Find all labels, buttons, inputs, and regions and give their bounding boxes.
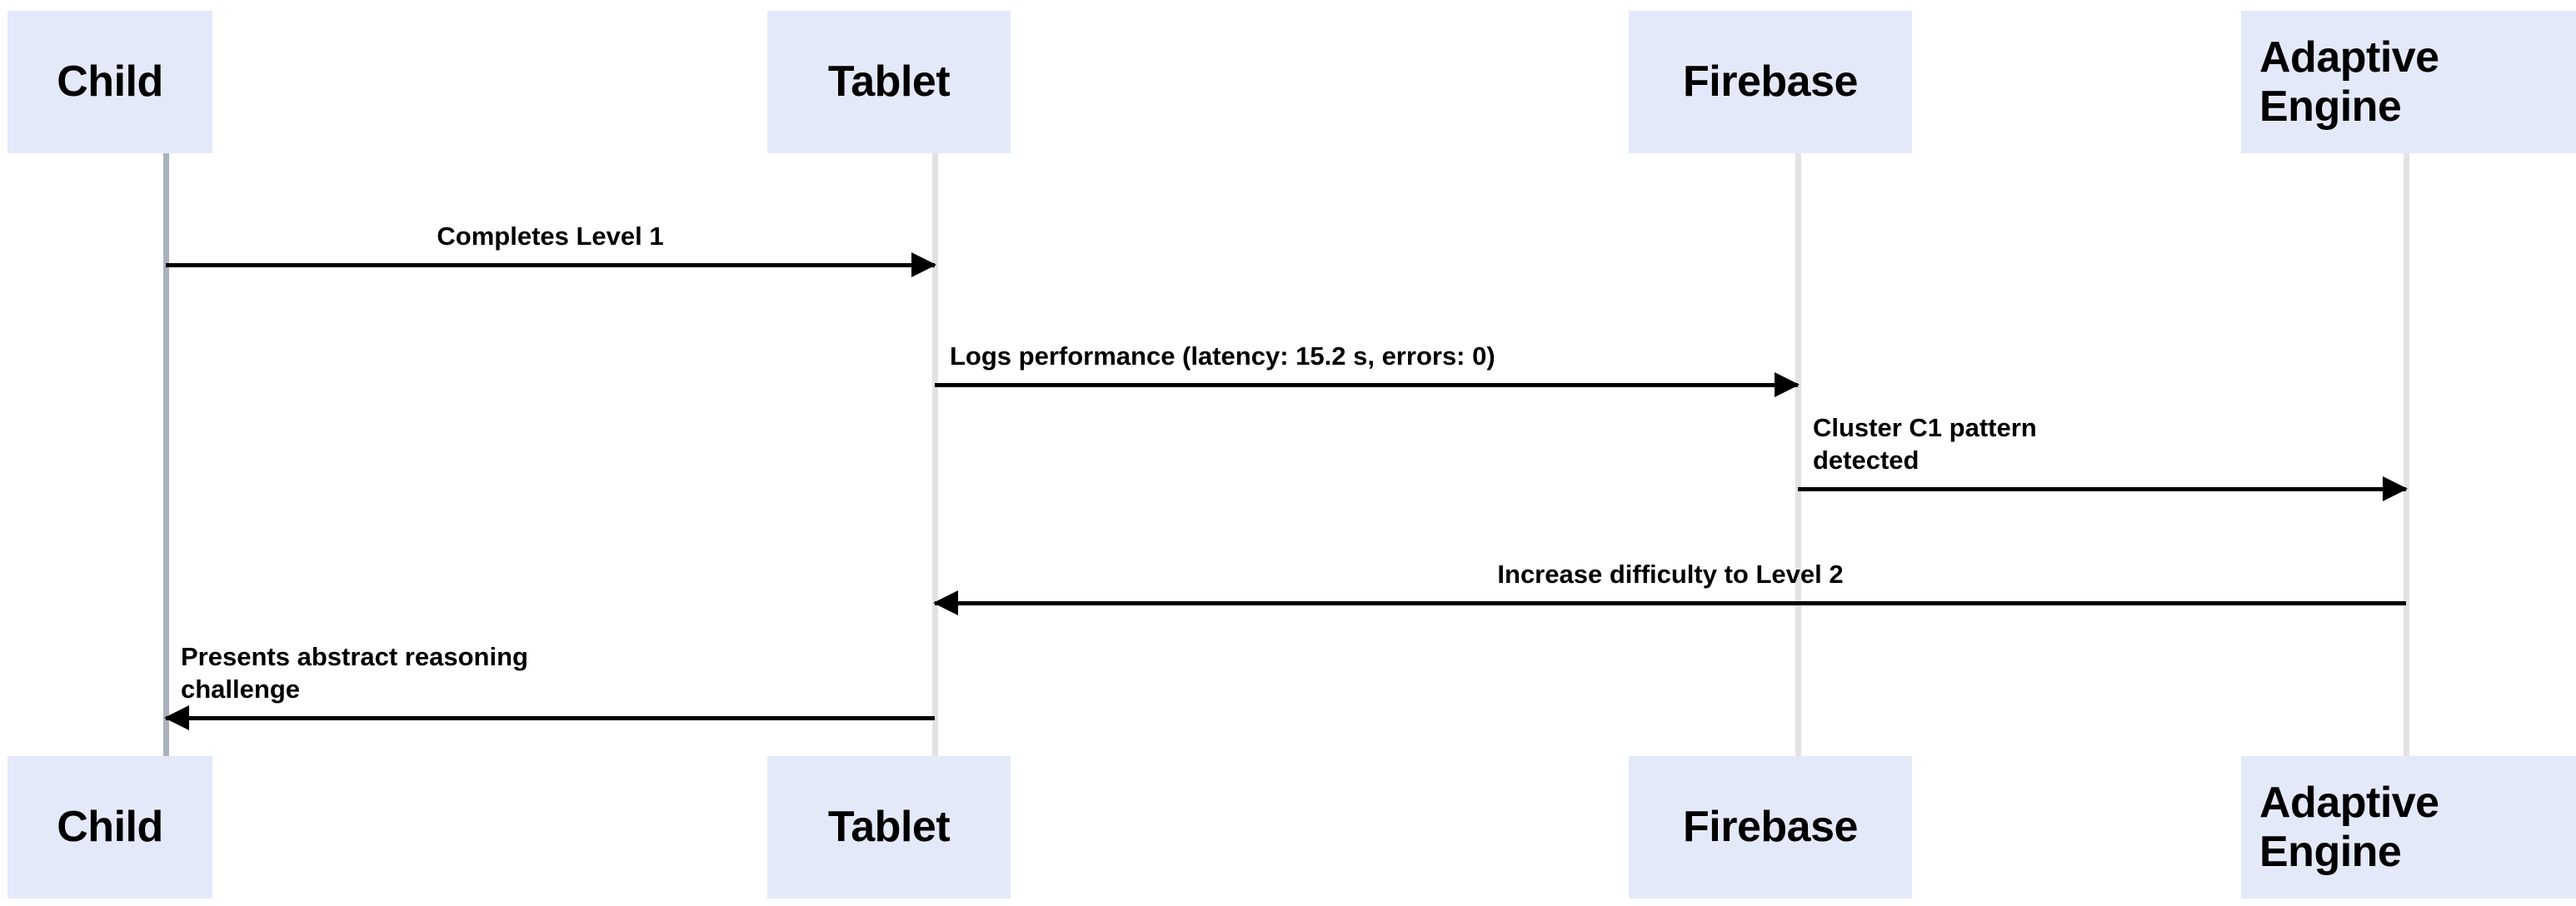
participant-label-firebase-top: Firebase (1683, 57, 1858, 107)
participant-label-tablet-top: Tablet (827, 57, 951, 107)
message-line (935, 601, 2406, 605)
participant-box-tablet-bottom[interactable]: Tablet (767, 756, 1011, 899)
participant-box-adaptive-bottom[interactable]: Adaptive Engine (2241, 756, 2576, 899)
arrowhead-left-icon (164, 705, 189, 730)
participant-box-child-top[interactable]: Child (7, 11, 212, 153)
participant-label-tablet-bottom: Tablet (827, 803, 951, 852)
message-label: Cluster C1 pattern detected (1813, 412, 2037, 475)
participant-label-adaptive-top: Adaptive Engine (2259, 33, 2439, 131)
message-line (935, 383, 1798, 387)
message-line (166, 716, 935, 720)
participant-label-adaptive-bottom: Adaptive Engine (2259, 779, 2439, 876)
participant-label-firebase-bottom: Firebase (1683, 803, 1858, 852)
arrowhead-right-icon (2383, 476, 2408, 501)
participant-box-firebase-top[interactable]: Firebase (1629, 11, 1912, 153)
message-line (1798, 487, 2406, 491)
lifeline-adaptive (2404, 153, 2409, 756)
lifeline-tablet (932, 153, 938, 756)
lifeline-child (163, 153, 169, 756)
participant-box-adaptive-top[interactable]: Adaptive Engine (2241, 11, 2576, 153)
message-label: Presents abstract reasoning challenge (181, 641, 528, 704)
arrowhead-left-icon (933, 590, 958, 615)
participant-box-firebase-bottom[interactable]: Firebase (1629, 756, 1912, 899)
message-label: Increase difficulty to Level 2 (1497, 560, 1844, 590)
arrowhead-right-icon (911, 252, 936, 277)
message-label: Completes Level 1 (437, 222, 664, 251)
message-label: Logs performance (latency: 15.2 s, error… (950, 341, 1495, 371)
arrowhead-right-icon (1775, 372, 1800, 397)
participant-label-child-bottom: Child (57, 803, 163, 852)
participant-box-tablet-top[interactable]: Tablet (767, 11, 1011, 153)
message-line (166, 263, 935, 267)
participant-box-child-bottom[interactable]: Child (7, 756, 212, 899)
participant-label-child-top: Child (57, 57, 163, 107)
lifeline-firebase (1795, 153, 1801, 756)
